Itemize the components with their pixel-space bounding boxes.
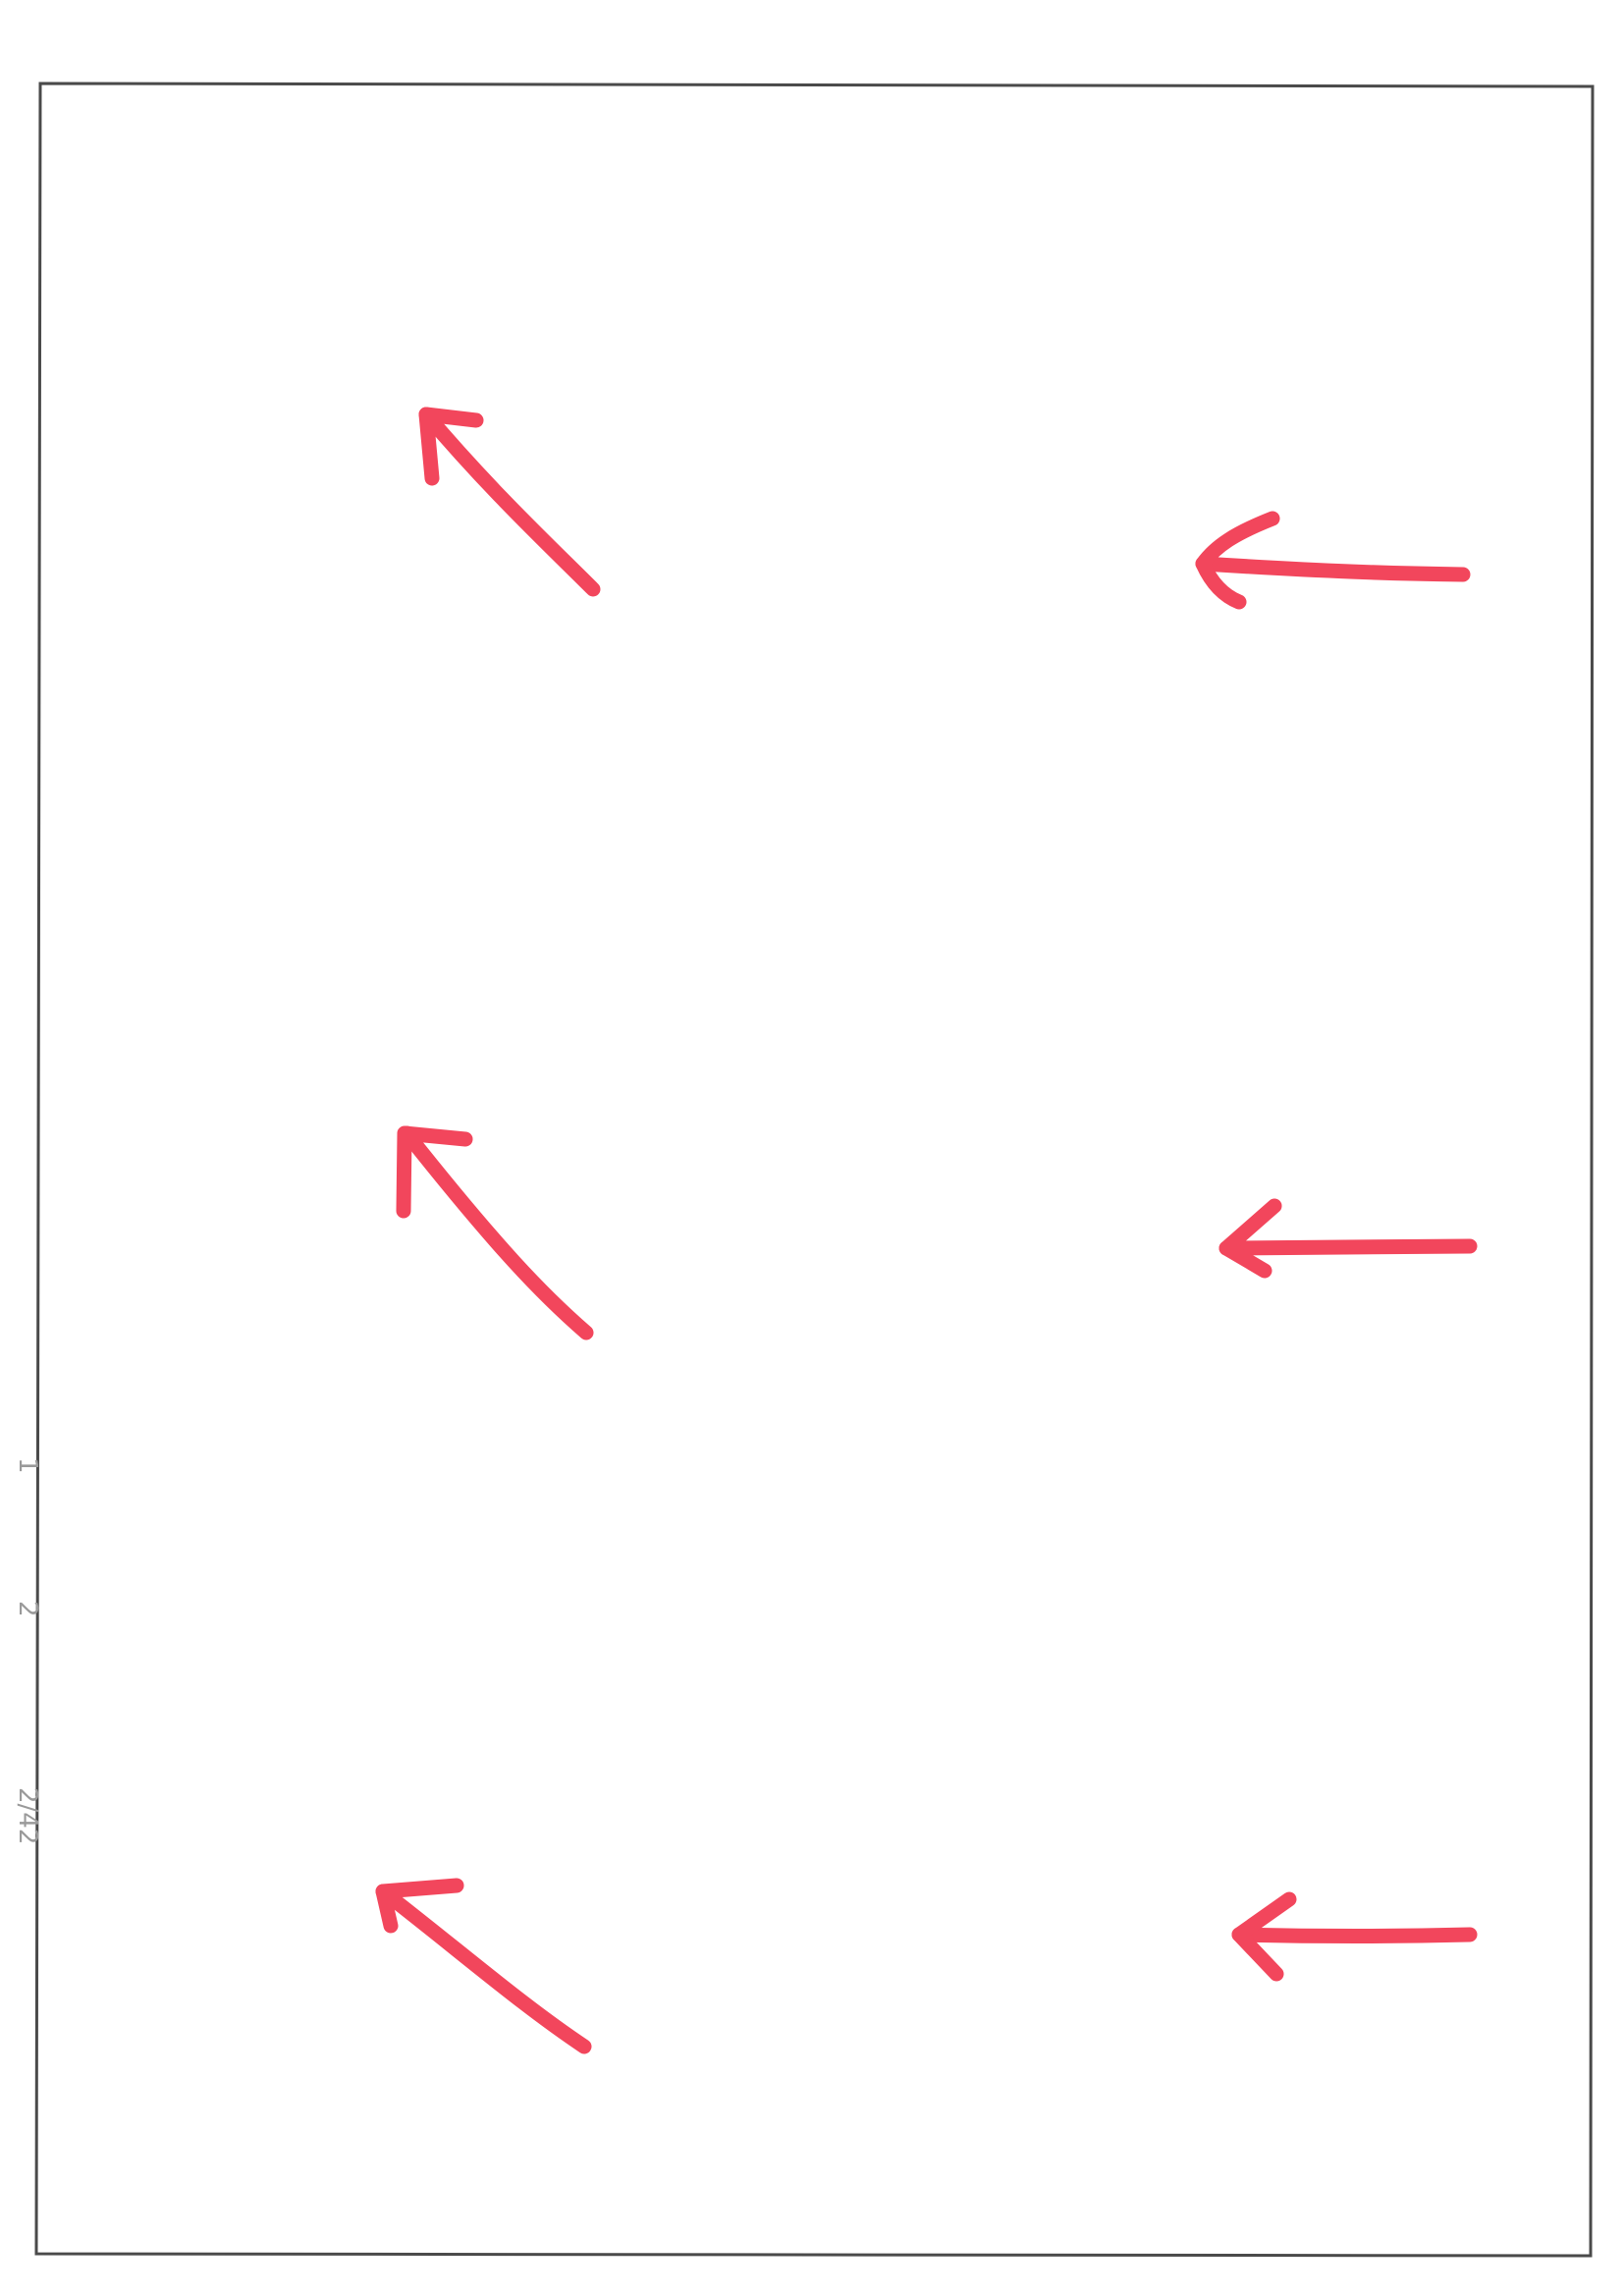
margin-mark-2: 2 xyxy=(13,1601,42,1617)
arrow-up-left-icon xyxy=(375,1878,592,2054)
margin-mark-1: 1 xyxy=(13,1457,42,1474)
arrow-up-left-icon xyxy=(396,1125,594,1340)
page-border xyxy=(34,82,1595,2258)
arrow-left-icon xyxy=(1231,1891,1478,1982)
arrow-up-left-icon xyxy=(418,407,601,597)
arrow-left-icon xyxy=(1218,1198,1478,1279)
arrow-left-icon xyxy=(1195,511,1471,610)
margin-mark-3: 2/42 xyxy=(13,1787,42,1844)
